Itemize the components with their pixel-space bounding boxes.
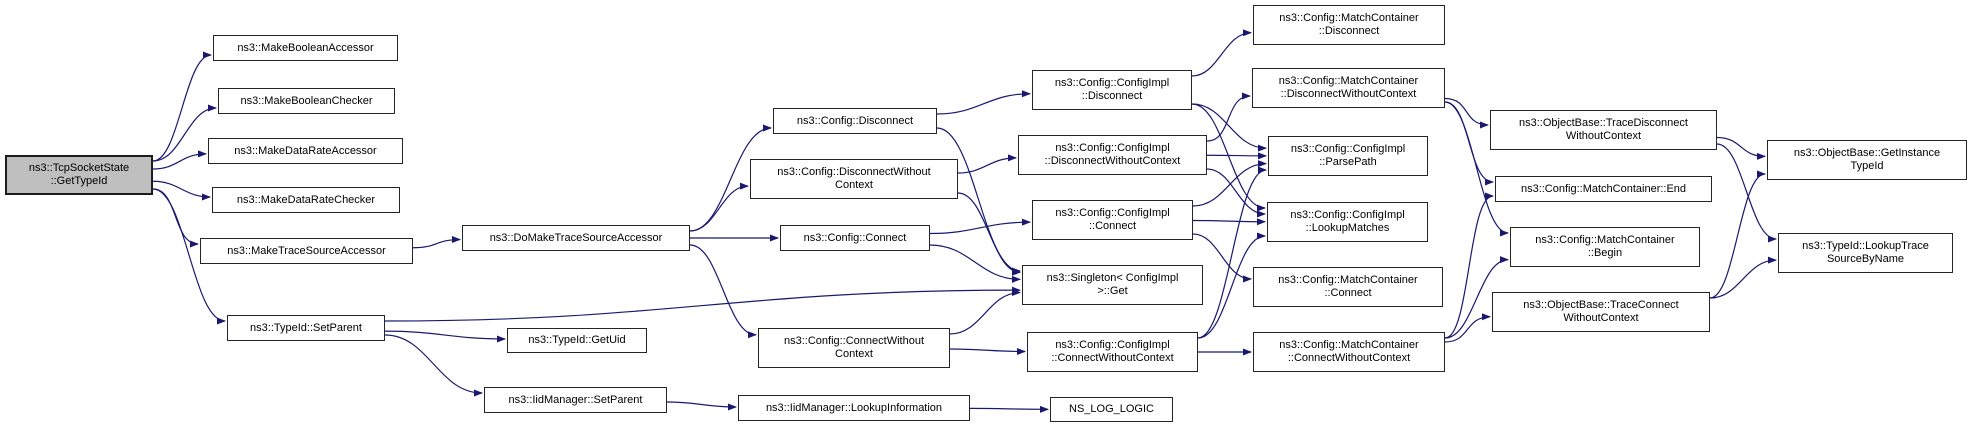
edge-tracedisconnect-without-context-to-objectbase-getinstance-typeid [1716,136,1766,160]
node-config-disconnect-without-context[interactable]: ns3::Config::DisconnectWithout Context [750,159,958,199]
edge-configimpl-connect-to-configimpl-parse-path [1192,160,1267,207]
edge-matchcontainer-connect-without-context-to-matchcontainer-end [1444,192,1494,339]
edge-config-disconnect-without-context-to-configimpl-disconnect-without-context [957,154,1017,174]
node-config-disconnect[interactable]: ns3::Config::Disconnect [773,108,937,134]
node-matchcontainer-connect[interactable]: ns3::Config::MatchContainer ::Connect [1253,267,1443,307]
edge-configimpl-connect-to-matchcontainer-connect [1192,233,1252,283]
edge-config-disconnect-to-configimpl-disconnect [936,90,1031,115]
edge-tracedisconnect-without-context-to-typeid-lookup-trace-source-by-name [1716,143,1777,243]
node-make-datarate-checker[interactable]: ns3::MakeDataRateChecker [212,187,400,213]
edge-traceconnect-without-context-to-objectbase-getinstance-typeid [1709,170,1766,299]
edge-config-disconnect-without-context-to-singleton-get [957,192,1021,276]
node-make-trace-source-accessor[interactable]: ns3::MakeTraceSourceAccessor [200,238,413,264]
node-singleton-get[interactable]: ns3::Singleton< ConfigImpl >::Get [1022,265,1203,305]
edge-gettypeid-to-make-trace-source-accessor [152,188,199,248]
edge-do-make-trace-source-accessor-to-config-disconnect [689,124,772,232]
node-config-connect-without-context[interactable]: ns3::Config::ConnectWithout Context [758,328,950,368]
node-gettypeid: ns3::TcpSocketState ::GetTypeId [5,155,153,195]
edge-typeid-setparent-to-iidmanager-setparent [384,334,483,397]
edge-config-connect-to-configimpl-connect [929,218,1031,235]
node-configimpl-connect[interactable]: ns3::Config::ConfigImpl ::Connect [1032,200,1193,240]
edge-matchcontainer-connect-without-context-to-matchcontainer-begin [1444,256,1509,339]
edge-configimpl-disconnect-without-context-to-configimpl-parse-path [1206,152,1267,160]
node-tracedisconnect-without-context[interactable]: ns3::ObjectBase::TraceDisconnect Without… [1490,110,1717,150]
edge-typeid-setparent-to-singleton-get [384,286,1021,322]
node-typeid-getuid[interactable]: ns3::TypeId::GetUid [507,328,647,353]
node-configimpl-connect-without-context[interactable]: ns3::Config::ConfigImpl ::ConnectWithout… [1027,332,1198,372]
node-configimpl-lookup-matches[interactable]: ns3::Config::ConfigImpl ::LookupMatches [1267,202,1428,242]
edge-do-make-trace-source-accessor-to-config-connect-without-context [689,244,757,339]
edge-config-connect-without-context-to-configimpl-connect-without-context [949,348,1026,356]
node-ns-log-logic[interactable]: NS_LOG_LOGIC [1050,397,1173,422]
edge-matchcontainer-disconnect-without-context-to-matchcontainer-begin [1444,101,1509,237]
edge-configimpl-connect-to-configimpl-lookup-matches [1192,218,1266,226]
node-matchcontainer-begin[interactable]: ns3::Config::MatchContainer ::Begin [1510,227,1700,267]
edge-gettypeid-to-make-boolean-accessor [152,51,212,162]
node-matchcontainer-disconnect-without-context[interactable]: ns3::Config::MatchContainer ::Disconnect… [1252,68,1445,108]
edge-config-connect-without-context-to-singleton-get [949,289,1021,335]
edge-gettypeid-to-make-datarate-checker [152,180,211,201]
node-make-boolean-accessor[interactable]: ns3::MakeBooleanAccessor [213,35,398,61]
edge-configimpl-disconnect-to-matchcontainer-disconnect [1191,29,1252,77]
node-make-datarate-accessor[interactable]: ns3::MakeDataRateAccessor [208,138,403,164]
edge-typeid-setparent-to-typeid-getuid [384,330,506,343]
edge-iidmanager-setparent-to-iidmanager-lookup-information [666,401,737,411]
node-typeid-setparent[interactable]: ns3::TypeId::SetParent [227,315,385,341]
node-objectbase-getinstance-typeid[interactable]: ns3::ObjectBase::GetInstance TypeId [1767,140,1967,180]
edge-configimpl-connect-without-context-to-configimpl-lookup-matches [1197,232,1266,339]
node-iidmanager-lookup-information[interactable]: ns3::IidManager::LookupInformation [738,395,970,421]
node-configimpl-parse-path[interactable]: ns3::Config::ConfigImpl ::ParsePath [1268,136,1428,176]
node-config-connect[interactable]: ns3::Config::Connect [780,225,930,251]
node-configimpl-disconnect-without-context[interactable]: ns3::Config::ConfigImpl ::DisconnectWith… [1018,135,1207,175]
edge-make-trace-source-accessor-to-do-make-trace-source-accessor [412,236,461,249]
node-matchcontainer-connect-without-context[interactable]: ns3::Config::MatchContainer ::ConnectWit… [1253,332,1445,372]
edge-iidmanager-lookup-information-to-ns-log-logic [969,405,1049,413]
edge-traceconnect-without-context-to-typeid-lookup-trace-source-by-name [1709,256,1777,299]
edge-matchcontainer-connect-without-context-to-traceconnect-without-context [1444,313,1491,343]
node-matchcontainer-disconnect[interactable]: ns3::Config::MatchContainer ::Disconnect [1253,5,1445,45]
edge-configimpl-disconnect-to-configimpl-parse-path [1191,103,1267,152]
edge-configimpl-disconnect-without-context-to-matchcontainer-disconnect-without-context [1206,92,1251,142]
node-make-boolean-checker[interactable]: ns3::MakeBooleanChecker [218,88,395,114]
edge-config-connect-to-singleton-get [929,244,1021,283]
edge-do-make-trace-source-accessor-to-config-disconnect-without-context [689,182,749,232]
node-iidmanager-setparent[interactable]: ns3::IidManager::SetParent [484,387,667,413]
edge-gettypeid-to-typeid-setparent [152,188,226,325]
edge-matchcontainer-disconnect-without-context-to-tracedisconnect-without-context [1444,97,1489,129]
edge-configimpl-disconnect-without-context-to-configimpl-lookup-matches [1206,168,1266,218]
node-configimpl-disconnect[interactable]: ns3::Config::ConfigImpl ::Disconnect [1032,70,1192,110]
edge-gettypeid-to-make-boolean-checker [152,104,217,162]
node-traceconnect-without-context[interactable]: ns3::ObjectBase::TraceConnect WithoutCon… [1492,292,1710,332]
edge-gettypeid-to-make-datarate-accessor [152,150,207,170]
node-typeid-lookup-trace-source-by-name[interactable]: ns3::TypeId::LookupTrace SourceByName [1778,233,1953,273]
node-matchcontainer-end[interactable]: ns3::Config::MatchContainer::End [1495,176,1712,202]
edge-configimpl-connect-without-context-to-configimpl-parse-path [1197,166,1267,339]
edge-config-disconnect-to-singleton-get [936,127,1021,275]
node-do-make-trace-source-accessor[interactable]: ns3::DoMakeTraceSourceAccessor [462,225,690,251]
